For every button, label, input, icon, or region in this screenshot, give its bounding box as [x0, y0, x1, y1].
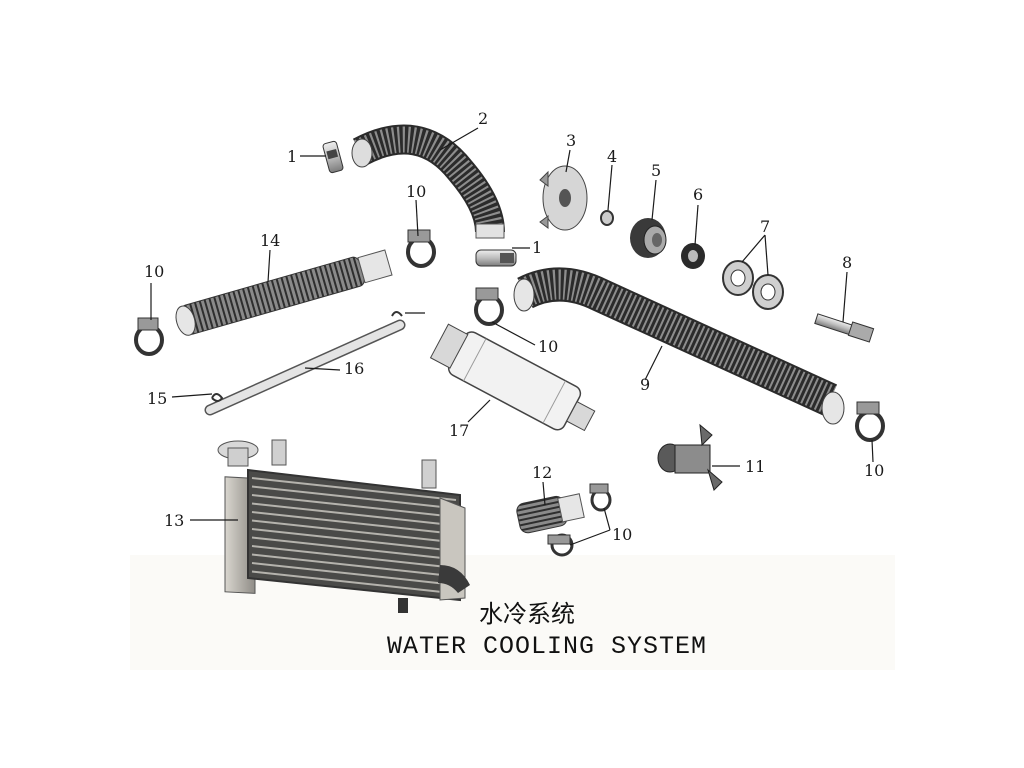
- callout-10-left: 10: [144, 262, 164, 281]
- radiator-fin: [251, 570, 457, 595]
- part-1-clip-lower: [475, 249, 517, 267]
- radiator-fin: [251, 553, 457, 578]
- callout-12: 12: [532, 463, 552, 482]
- radiator-fin: [251, 562, 457, 586]
- callout-16: 16: [344, 359, 364, 378]
- part-10-clamp-d: [855, 401, 885, 442]
- radiator-fin: [251, 485, 457, 510]
- callout-13: 13: [164, 511, 184, 530]
- part-10-clamp-e: [547, 483, 612, 557]
- callout-4: 4: [607, 147, 617, 166]
- part-14-radiator-hose: [175, 249, 393, 336]
- callout-3: 3: [566, 131, 576, 150]
- callout-1-upper: 1: [287, 147, 297, 166]
- radiator-fin: [251, 545, 457, 569]
- radiator-fin: [251, 519, 457, 544]
- callout-17: 17: [449, 421, 469, 440]
- callout-7: 7: [760, 217, 770, 236]
- radiator-fin: [251, 494, 457, 518]
- callout-1-lower: 1: [532, 238, 542, 257]
- part-13-radiator: [217, 439, 470, 613]
- callout-11: 11: [745, 457, 765, 476]
- radiator-fin: [251, 511, 457, 535]
- title-english: WATER COOLING SYSTEM: [386, 632, 708, 661]
- callout-8: 8: [842, 253, 852, 272]
- title-chinese: 水冷系统: [479, 600, 575, 628]
- callout-14: 14: [260, 231, 280, 250]
- part-10-clamp-b: [406, 229, 436, 268]
- callout-2: 2: [478, 109, 488, 128]
- part-11-thermostat-housing: [657, 423, 723, 491]
- part-4-washer: [600, 210, 614, 226]
- part-16-overflow-tube: [204, 319, 406, 416]
- callout-6: 6: [693, 185, 703, 204]
- part-9-lower-hose: [513, 267, 845, 425]
- part-12-bypass-hose: [516, 493, 585, 534]
- part-2-upper-hose: [351, 124, 505, 239]
- callout-15: 15: [147, 389, 167, 408]
- leader-lines: [150, 127, 874, 546]
- part-10-clamp-a: [134, 317, 164, 356]
- part-1-clip-upper: [322, 140, 344, 174]
- callout-labels: 1 1 2 3 4 5 6 7 8 9 10 10 10 10 10 11 12…: [144, 109, 884, 544]
- part-6-oil-seal: [681, 243, 705, 269]
- callout-10-right: 10: [864, 461, 884, 480]
- part-10-clamp-c: [474, 287, 504, 326]
- radiator-fin: [251, 528, 457, 552]
- part-3-pump-impeller: [539, 165, 588, 231]
- radiator-fin: [251, 502, 457, 527]
- part-7-bearings: [722, 260, 784, 310]
- callout-10-upper: 10: [406, 182, 426, 201]
- part-15-tube-clip: [211, 311, 403, 402]
- part-8-pump-shaft: [814, 313, 875, 343]
- part-17-coolant-reservoir: [429, 323, 596, 432]
- callout-9: 9: [640, 375, 650, 394]
- radiator-fin: [251, 536, 457, 561]
- callout-10-bottom: 10: [612, 525, 632, 544]
- callout-5: 5: [651, 161, 661, 180]
- part-5-mechanical-seal: [630, 218, 667, 258]
- callout-10-middle: 10: [538, 337, 558, 356]
- radiator-fin: [251, 477, 457, 501]
